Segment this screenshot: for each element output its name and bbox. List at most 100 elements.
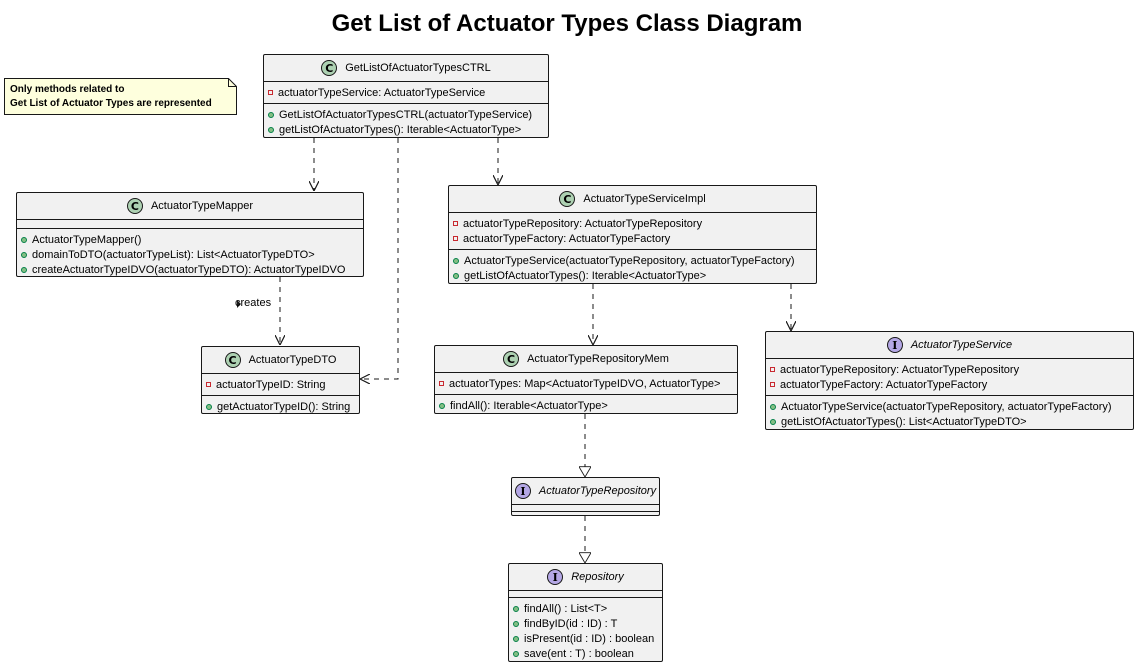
method-text: ActuatorTypeService(actuatorTypeReposito… bbox=[781, 400, 1112, 413]
class-name: ActuatorTypeService bbox=[910, 339, 1013, 351]
method-text: findByID(id : ID) : T bbox=[524, 617, 618, 630]
method: getListOfActuatorTypes(): List<ActuatorT… bbox=[770, 414, 1133, 429]
class-header: I ActuatorTypeService bbox=[766, 332, 1133, 359]
attribute: actuatorTypeFactory: ActuatorTypeFactory bbox=[770, 377, 1133, 392]
note-line-1: Only methods related to bbox=[10, 84, 125, 95]
methods-section: getActuatorTypeID(): String bbox=[202, 396, 359, 417]
public-marker-icon bbox=[21, 251, 27, 258]
public-marker-icon bbox=[513, 620, 519, 627]
method-text: getListOfActuatorTypes(): Iterable<Actua… bbox=[279, 123, 522, 136]
public-marker-icon bbox=[206, 403, 212, 410]
private-marker-icon bbox=[206, 382, 211, 387]
attributes-section: actuatorTypeRepository: ActuatorTypeRepo… bbox=[766, 359, 1133, 396]
method: save(ent : T) : boolean bbox=[513, 646, 662, 661]
class-name: Repository bbox=[571, 571, 624, 583]
attributes-section bbox=[512, 505, 659, 512]
method-text: ActuatorTypeMapper() bbox=[32, 233, 142, 246]
public-marker-icon bbox=[453, 257, 459, 264]
interface-icon: I bbox=[886, 337, 903, 353]
methods-section: findAll() : List<T> findByID(id : ID) : … bbox=[509, 598, 662, 664]
method-text: domainToDTO(actuatorTypeList): List<Actu… bbox=[32, 248, 315, 261]
class-header: C ActuatorTypeRepositoryMem bbox=[435, 346, 737, 373]
public-marker-icon bbox=[453, 272, 459, 279]
private-marker-icon bbox=[453, 236, 458, 241]
class-name: ActuatorTypeMapper bbox=[150, 200, 254, 212]
creates-direction-arrow bbox=[237, 300, 241, 308]
attribute-text: actuatorTypeService: ActuatorTypeService bbox=[278, 86, 486, 99]
private-marker-icon bbox=[770, 382, 775, 387]
method: createActuatorTypeIDVO(actuatorTypeDTO):… bbox=[21, 262, 363, 277]
method-text: isPresent(id : ID) : boolean bbox=[524, 632, 655, 645]
method: domainToDTO(actuatorTypeList): List<Actu… bbox=[21, 247, 363, 262]
method: ActuatorTypeService(actuatorTypeReposito… bbox=[770, 399, 1133, 414]
attribute-text: actuatorTypeID: String bbox=[216, 378, 326, 391]
class-name: GetListOfActuatorTypesCTRL bbox=[345, 62, 491, 74]
class-header: I Repository bbox=[509, 564, 662, 591]
class-icon: C bbox=[126, 198, 143, 214]
interface-icon: I bbox=[547, 569, 564, 585]
method-text: findAll() : List<T> bbox=[524, 602, 608, 615]
methods-section: ActuatorTypeMapper() domainToDTO(actuato… bbox=[17, 229, 363, 280]
private-marker-icon bbox=[268, 90, 273, 95]
note-shape bbox=[4, 78, 237, 115]
attribute: actuatorTypeService: ActuatorTypeService bbox=[268, 85, 548, 100]
interface-repository: I Repository findAll() : List<T> findByID… bbox=[508, 563, 663, 662]
class-name: ActuatorTypeRepositoryMem bbox=[527, 353, 669, 365]
public-marker-icon bbox=[21, 266, 27, 273]
attribute: actuatorTypeID: String bbox=[206, 377, 359, 392]
public-marker-icon bbox=[770, 403, 776, 410]
edge-label-creates: creates bbox=[235, 297, 272, 309]
class-name: ActuatorTypeServiceImpl bbox=[583, 193, 706, 205]
attributes-section: actuatorTypeRepository: ActuatorTypeRepo… bbox=[449, 213, 816, 250]
public-marker-icon bbox=[513, 605, 519, 612]
public-marker-icon bbox=[268, 111, 274, 118]
public-marker-icon bbox=[268, 126, 274, 133]
methods-section: findAll(): Iterable<ActuatorType> bbox=[435, 395, 737, 416]
class-actuatortypemapper: C ActuatorTypeMapper ActuatorTypeMapper()… bbox=[16, 192, 364, 277]
attributes-section: actuatorTypes: Map<ActuatorTypeIDVO, Act… bbox=[435, 373, 737, 395]
class-actuatortypeserviceimpl: C ActuatorTypeServiceImpl actuatorTypeRep… bbox=[448, 185, 817, 284]
method-text: getListOfActuatorTypes(): List<ActuatorT… bbox=[781, 415, 1027, 428]
class-getlistofactuatortypesctrl: C GetListOfActuatorTypesCTRL actuatorType… bbox=[263, 54, 549, 138]
method: ActuatorTypeService(actuatorTypeReposito… bbox=[453, 253, 816, 268]
method: ActuatorTypeMapper() bbox=[21, 232, 363, 247]
attribute: actuatorTypeRepository: ActuatorTypeRepo… bbox=[453, 216, 816, 231]
methods-section: GetListOfActuatorTypesCTRL(actuatorTypeS… bbox=[264, 104, 548, 140]
class-icon: C bbox=[321, 60, 338, 76]
method: GetListOfActuatorTypesCTRL(actuatorTypeS… bbox=[268, 107, 548, 122]
interface-icon: I bbox=[514, 483, 531, 499]
class-icon: C bbox=[503, 351, 520, 367]
method-text: createActuatorTypeIDVO(actuatorTypeDTO):… bbox=[32, 263, 346, 276]
class-header: C ActuatorTypeServiceImpl bbox=[449, 186, 816, 213]
attribute-text: actuatorTypeFactory: ActuatorTypeFactory bbox=[463, 232, 671, 245]
method-text: save(ent : T) : boolean bbox=[524, 647, 634, 660]
class-name: ActuatorTypeDTO bbox=[248, 354, 337, 366]
class-icon: C bbox=[559, 191, 576, 207]
method-text: getActuatorTypeID(): String bbox=[217, 400, 351, 413]
public-marker-icon bbox=[21, 236, 27, 243]
attributes-section: actuatorTypeID: String bbox=[202, 374, 359, 396]
methods-section: ActuatorTypeService(actuatorTypeReposito… bbox=[449, 250, 816, 286]
edge-ctrl-to-dto bbox=[360, 138, 399, 379]
public-marker-icon bbox=[513, 635, 519, 642]
method: getListOfActuatorTypes(): Iterable<Actua… bbox=[268, 122, 548, 137]
attribute: actuatorTypeRepository: ActuatorTypeRepo… bbox=[770, 362, 1133, 377]
method-text: getListOfActuatorTypes(): Iterable<Actua… bbox=[464, 269, 707, 282]
note-text: Only methods related to Get List of Actu… bbox=[10, 83, 212, 111]
method: getListOfActuatorTypes(): Iterable<Actua… bbox=[453, 268, 816, 283]
attribute: actuatorTypeFactory: ActuatorTypeFactory bbox=[453, 231, 816, 246]
private-marker-icon bbox=[439, 381, 444, 386]
interface-actuatortypeservice: I ActuatorTypeService actuatorTypeReposit… bbox=[765, 331, 1134, 430]
method-text: ActuatorTypeService(actuatorTypeReposito… bbox=[464, 254, 795, 267]
attribute-text: actuatorTypes: Map<ActuatorTypeIDVO, Act… bbox=[449, 377, 721, 390]
note-line-2: Get List of Actuator Types are represent… bbox=[10, 98, 212, 109]
diagram-title: Get List of Actuator Types Class Diagram bbox=[331, 10, 803, 37]
public-marker-icon bbox=[439, 402, 445, 409]
attribute-text: actuatorTypeFactory: ActuatorTypeFactory bbox=[780, 378, 988, 391]
method: getActuatorTypeID(): String bbox=[206, 399, 359, 414]
class-header: C GetListOfActuatorTypesCTRL bbox=[264, 55, 548, 82]
attributes-section bbox=[509, 591, 662, 598]
